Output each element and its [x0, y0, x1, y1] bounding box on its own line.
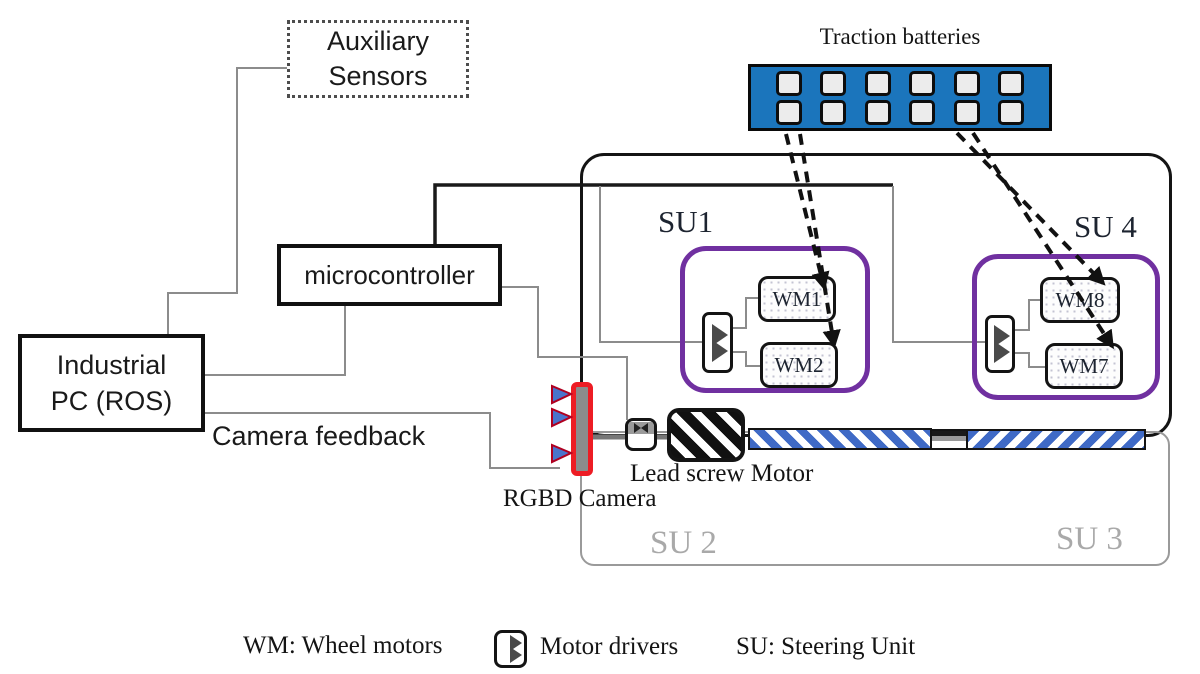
auxiliary-sensors-label-line1: Auxiliary	[326, 26, 430, 56]
battery-cell	[953, 70, 980, 96]
microcontroller-box: microcontroller	[277, 244, 502, 306]
lead-screw-mid-coupler	[930, 429, 968, 450]
su4-motor-driver-icon	[985, 315, 1015, 373]
coupling-band	[628, 422, 654, 434]
battery-cell	[775, 99, 802, 125]
legend-su-label: SU: Steering Unit	[736, 633, 916, 660]
rgbd-camera-label: RGBD Camera	[503, 485, 657, 512]
camera-fov-triangle-icon	[551, 407, 574, 428]
battery-cell-pair	[864, 70, 891, 125]
wheel-motor-wm1-box: WM1	[758, 276, 836, 322]
camera-fov-triangle-icon	[551, 384, 574, 405]
battery-cell	[864, 70, 891, 96]
wm7-label: WM7	[1059, 353, 1109, 378]
wire-aux-to-pc	[167, 67, 287, 334]
wheel-motor-wm7-box: WM7	[1045, 343, 1123, 389]
microcontroller-label: microcontroller	[304, 259, 475, 290]
lead-screw-motor-label: Lead screw Motor	[630, 460, 814, 487]
battery-cell-pair	[909, 70, 936, 125]
industrial-pc-box: Industrial PC (ROS)	[18, 334, 205, 432]
industrial-pc-label-line1: Industrial	[56, 350, 167, 380]
wm1-label: WM1	[772, 286, 822, 311]
driver-arrow-icon	[510, 647, 522, 663]
coupling-hourglass-icon	[634, 423, 648, 433]
legend-wm-label: WM: Wheel motors	[243, 632, 443, 659]
battery-cell-pair	[998, 70, 1025, 125]
lead-screw-right-bar	[966, 429, 1146, 450]
battery-cell	[909, 70, 936, 96]
auxiliary-sensors-box: Auxiliary Sensors	[287, 20, 469, 98]
camera-fov-triangle-icon	[551, 443, 574, 464]
lead-screw-motor-box	[667, 408, 745, 462]
traction-batteries-box	[748, 64, 1052, 131]
wm2-label: WM2	[774, 352, 824, 377]
legend-motor-drivers-label: Motor drivers	[540, 633, 679, 660]
battery-cell	[998, 99, 1025, 125]
industrial-pc-label-line2: PC (ROS)	[50, 386, 173, 416]
camera-feedback-label: Camera feedback	[212, 421, 426, 451]
driver-arrow-icon	[712, 339, 728, 362]
auxiliary-sensors-label-line2: Sensors	[328, 61, 428, 91]
battery-cell	[909, 99, 936, 125]
wm8-label: WM8	[1055, 287, 1105, 312]
battery-cell-pair	[953, 70, 980, 125]
battery-cell	[998, 70, 1025, 96]
legend-motor-driver-icon	[494, 630, 527, 668]
battery-cell-pair	[775, 70, 802, 125]
shaft-coupling-icon	[625, 418, 657, 451]
su1-motor-driver-icon	[702, 312, 733, 373]
battery-cell-pair	[820, 70, 847, 125]
battery-cell	[864, 99, 891, 125]
wheel-motor-wm2-box: WM2	[760, 342, 838, 388]
traction-batteries-label: Traction batteries	[819, 24, 981, 49]
battery-cell	[775, 70, 802, 96]
su4-title: SU 4	[1074, 209, 1137, 244]
wheel-motor-wm8-box: WM8	[1040, 277, 1120, 323]
battery-cell	[953, 99, 980, 125]
su3-title: SU 3	[1056, 521, 1123, 557]
rgbd-camera-body	[571, 382, 593, 476]
battery-cell	[820, 99, 847, 125]
battery-cell	[820, 70, 847, 96]
su1-title: SU1	[658, 204, 714, 239]
su2-title: SU 2	[650, 525, 717, 561]
lead-screw-left-bar	[748, 428, 932, 450]
wire-pc-to-micro	[205, 306, 346, 376]
driver-arrow-icon	[994, 341, 1010, 363]
